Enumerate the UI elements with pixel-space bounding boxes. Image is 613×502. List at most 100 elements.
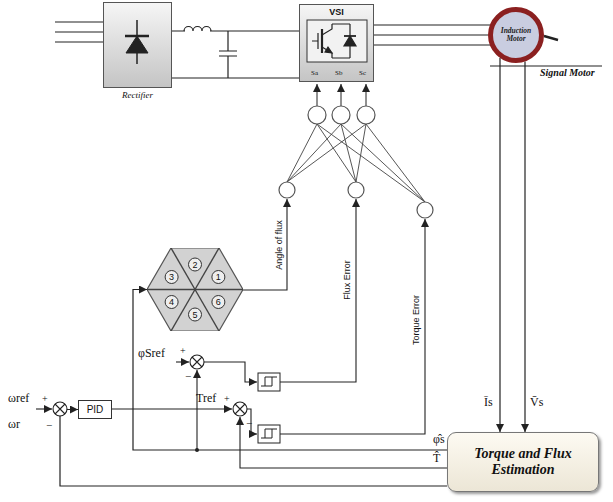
- sector-mark: [212, 296, 225, 309]
- signal-connector: [524, 62, 525, 432]
- vsi-fill: [299, 4, 374, 82]
- gate-signal-wire: [317, 84, 366, 106]
- signal-wire: [112, 408, 232, 409]
- pid-box: PID: [78, 400, 112, 419]
- estimator-box: Torque and Flux Estimation: [447, 432, 599, 492]
- gate-signal-wire: [341, 84, 342, 106]
- power-wire: [219, 31, 237, 78]
- motor-circle: Induction Motor: [488, 7, 544, 63]
- hexagon-outline: [147, 248, 243, 331]
- summing-junction: [190, 355, 204, 369]
- igbt-symbol: [325, 47, 332, 53]
- inductor-symbol: [185, 29, 210, 33]
- rectifier-box: Rectifier: [103, 2, 172, 88]
- neuron-circle: [348, 182, 364, 198]
- sector-mark: [165, 296, 178, 309]
- sector-mark: [189, 258, 202, 271]
- sector-mark: [189, 308, 202, 321]
- vsi-fill: [307, 20, 367, 62]
- signal-connector: [60, 410, 447, 487]
- hysteresis-block: [261, 377, 277, 386]
- diode-symbol: [126, 36, 148, 53]
- hysteresis-block: [258, 373, 280, 443]
- signal-name: Torque Error: [412, 295, 421, 345]
- sector-mark: [165, 271, 178, 284]
- gate-signal-wire: [366, 84, 367, 106]
- edge-label: Īs: [484, 396, 493, 408]
- signal-label: −: [246, 418, 252, 429]
- signal-name: Flux Error: [343, 260, 352, 300]
- rectifier-fill: [103, 2, 172, 88]
- neural-link: [287, 124, 425, 202]
- node-label: PID: [87, 404, 104, 415]
- power-wire: [544, 36, 558, 40]
- igbt-symbol: [312, 24, 356, 58]
- neuron-circle: [308, 106, 326, 124]
- signal-wire: [280, 199, 356, 382]
- signal-label: +: [42, 394, 48, 404]
- signal-label: Sc: [359, 70, 366, 77]
- signal-label: −: [185, 371, 191, 382]
- neural-link: [317, 124, 366, 182]
- inductor-symbol: [184, 27, 211, 34]
- edge-label: V̄s: [530, 396, 543, 408]
- sector-mark: [212, 271, 225, 284]
- power-wire: [55, 22, 103, 42]
- neuron-circle: [279, 182, 295, 198]
- summing-junction: [53, 402, 67, 416]
- signal-connector: [499, 58, 500, 432]
- power-wire: [172, 77, 299, 78]
- signal-label: Sa: [311, 70, 318, 77]
- sector-hexagon: 2 3 1 4 6 5: [147, 248, 243, 331]
- node-label: VSI: [300, 7, 373, 17]
- voltage-vector: [147, 289, 195, 290]
- signal-wire: [196, 370, 197, 450]
- hysteresis-block: [258, 425, 280, 443]
- node-label: Induction Motor: [493, 27, 539, 43]
- igbt-symbol: [312, 33, 318, 49]
- edge-label: φ̂s: [433, 433, 445, 445]
- hysteresis-block: [258, 373, 280, 391]
- sector-number: 6: [216, 298, 221, 307]
- sector-number: 4: [169, 298, 174, 307]
- branch-dot: [195, 448, 199, 452]
- summing-junction: [55, 404, 65, 414]
- signal-wire: [280, 219, 425, 434]
- sector-number: 2: [192, 260, 197, 269]
- signal-wire: [176, 361, 189, 362]
- signal-wire: [36, 199, 447, 468]
- igbt-symbol: [321, 29, 323, 53]
- signal-connector: [374, 34, 488, 35]
- diode-symbol: [125, 20, 149, 64]
- igbt-symbol: [344, 36, 356, 46]
- voltage-vector: [195, 289, 243, 290]
- signal-label: +: [224, 394, 230, 404]
- summing-junction: [192, 357, 202, 367]
- sector-number: 1: [216, 273, 221, 282]
- summing-junction: [233, 402, 247, 416]
- neuron-circle: [357, 106, 375, 124]
- diode-symbol: [125, 35, 149, 38]
- hysteresis-block: [261, 429, 277, 438]
- gate-signal-wire: [317, 84, 318, 106]
- signal-label: Sb: [335, 70, 342, 77]
- node-label: Rectifier: [122, 90, 153, 100]
- signal-label: +: [180, 346, 186, 356]
- signal-wire: [243, 199, 287, 290]
- power-wire: [490, 65, 602, 66]
- node-label: Torque and Flux Estimation: [456, 446, 590, 478]
- edge-label: ωr: [8, 418, 20, 430]
- sector-number: 3: [169, 273, 174, 282]
- igbt-symbol: [322, 24, 332, 58]
- rectifier-fill: [103, 2, 172, 88]
- sector-number: 5: [192, 310, 197, 319]
- signal-wire: [247, 409, 257, 434]
- neuron-circle: [332, 106, 350, 124]
- vsi-fill: [299, 4, 374, 82]
- signal-label: Tref: [196, 392, 216, 404]
- signal-wire: [240, 417, 447, 468]
- signal-label: T̂: [433, 452, 440, 464]
- signal-label: ωref: [8, 392, 29, 404]
